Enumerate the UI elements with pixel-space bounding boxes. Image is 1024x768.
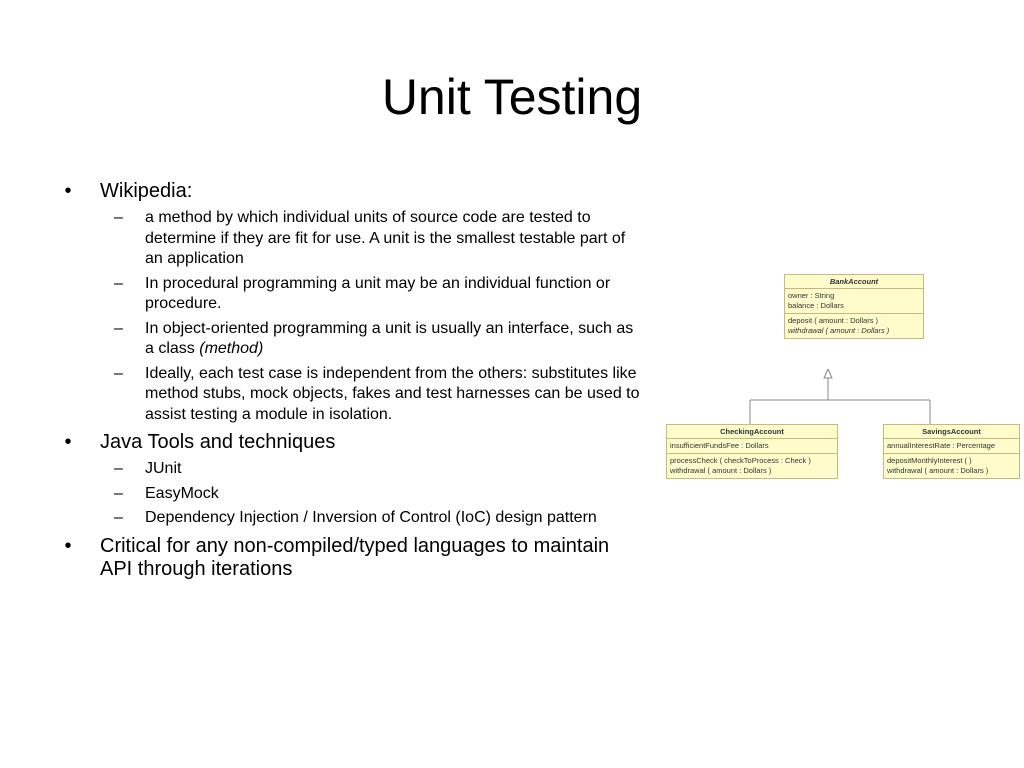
bullet-item: • Critical for any non-compiled/typed la… [60, 535, 645, 581]
uml-class-diagram: BankAccount owner : String balance : Dol… [664, 272, 1024, 492]
class-attributes: owner : String balance : Dollars [785, 289, 923, 314]
sub-bullet-list: – JUnit – EasyMock – Dependency Injection /… [100, 459, 645, 529]
sub-bullet-text: EasyMock [145, 484, 219, 502]
class-operation: depositMonthlyInterest ( ) [887, 456, 972, 465]
sub-bullet-text: Ideally, each test case is independent f… [145, 364, 640, 423]
uml-class-bankaccount: BankAccount owner : String balance : Dol… [784, 274, 924, 339]
sub-bullet-text: In object-oriented programming a unit is… [145, 319, 634, 358]
sub-bullet-item: – Dependency Injection / Inversion of Con… [100, 508, 645, 529]
uml-class-savingsaccount: SavingsAccount annualInterestRate : Perc… [883, 424, 1020, 479]
slide-content: • Wikipedia: – a method by which individu… [60, 180, 645, 587]
dash-icon: – [114, 274, 123, 292]
sub-bullet-item: – In procedural programming a unit may be… [100, 274, 645, 315]
bullet-list: • Wikipedia: – a method by which individu… [60, 180, 645, 581]
bullet-icon: • [64, 431, 72, 453]
bullet-item: • Wikipedia: – a method by which individu… [60, 180, 645, 425]
dash-icon: – [114, 319, 123, 337]
class-name: CheckingAccount [667, 425, 837, 439]
class-attribute: annualInterestRate : Percentage [887, 441, 995, 450]
sub-bullet-item: – Ideally, each test case is independent … [100, 364, 645, 426]
dash-icon: – [114, 509, 123, 526]
class-attribute: balance : Dollars [788, 301, 844, 310]
class-operations: deposit ( amount : Dollars ) withdrawal … [785, 314, 923, 338]
class-name: BankAccount [785, 275, 923, 289]
sub-bullet-text: In procedural programming a unit may be … [145, 274, 611, 313]
class-operation: processCheck ( checkToProcess : Check ) [670, 456, 811, 465]
class-attribute: owner : String [788, 291, 835, 300]
slide-title: Unit Testing [381, 69, 643, 125]
sub-bullet-item: – a method by which individual units of s… [100, 208, 645, 270]
bullet-text: Critical for any non-compiled/typed lang… [100, 534, 610, 580]
class-operation: withdrawal ( amount : Dollars ) [887, 466, 989, 475]
uml-class-checkingaccount: CheckingAccount insufficientFundsFee : D… [666, 424, 838, 479]
class-attribute: insufficientFundsFee : Dollars [670, 441, 769, 450]
sub-bullet-item: – JUnit [100, 459, 645, 480]
sub-bullet-text: JUnit [145, 460, 182, 477]
bullet-text: Java Tools and techniques [100, 431, 336, 453]
class-name: SavingsAccount [884, 425, 1019, 439]
sub-bullet-item: – In object-oriented programming a unit i… [100, 319, 645, 360]
class-attributes: annualInterestRate : Percentage [884, 439, 1019, 454]
inheritance-lines [749, 368, 931, 424]
dash-icon: – [114, 484, 123, 502]
class-operation: withdrawal ( amount : Dollars ) [788, 326, 890, 335]
sub-bullet-text: Dependency Injection / Inversion of Cont… [145, 509, 597, 526]
sub-bullet-text: a method by which individual units of so… [145, 209, 626, 267]
class-attributes: insufficientFundsFee : Dollars [667, 439, 837, 454]
class-operations: depositMonthlyInterest ( ) withdrawal ( … [884, 454, 1019, 478]
bullet-text: Wikipedia: [100, 180, 193, 202]
class-operation: withdrawal ( amount : Dollars ) [670, 466, 772, 475]
sub-bullet-emphasis: (method) [199, 340, 264, 357]
sub-bullet-list: – a method by which individual units of s… [100, 208, 645, 425]
sub-bullet-item: – EasyMock [100, 484, 645, 505]
dash-icon: – [114, 364, 123, 382]
dash-icon: – [114, 460, 123, 477]
bullet-icon: • [64, 180, 72, 202]
bullet-icon: • [64, 534, 72, 557]
class-operation: deposit ( amount : Dollars ) [788, 316, 879, 325]
dash-icon: – [114, 209, 123, 226]
generalization-arrow [823, 368, 833, 379]
class-operations: processCheck ( checkToProcess : Check ) … [667, 454, 837, 478]
bullet-item: • Java Tools and techniques – JUnit – Easy… [60, 431, 645, 529]
